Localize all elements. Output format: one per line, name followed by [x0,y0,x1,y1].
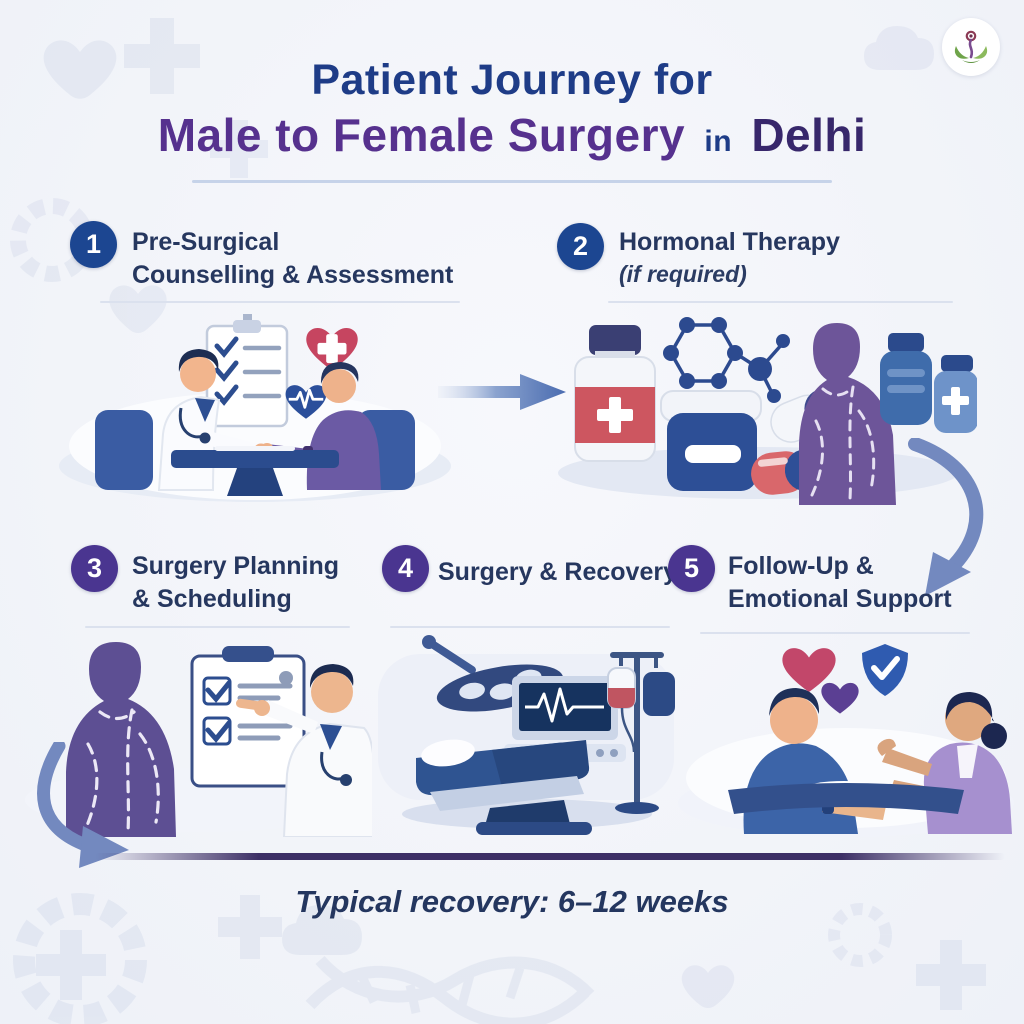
title-main: Male to Female Surgery [157,109,686,161]
step-1-number: 1 [85,229,102,259]
step-5-illustration [676,628,1016,840]
heart-icon [821,682,859,714]
heart-icon [782,648,836,692]
heart-watermark-icon [681,965,735,1008]
page-title-line2: Male to Female Surgery in Delhi [0,108,1024,162]
table-icon [728,781,964,814]
medicine-bottle-red-icon [574,325,656,462]
step-2-badge: 2 [557,223,604,270]
step-5-underline [700,632,970,634]
step-2-number: 2 [572,231,589,261]
cross-watermark-icon [210,120,268,178]
dna-rung-watermark [355,966,525,1014]
arrow-curve-down-icon [897,438,1012,603]
table-icon [171,446,339,496]
step-1-heading-line2: Counselling & Assessment [132,261,454,289]
step-5-number: 5 [683,553,700,583]
cross-watermark-icon [916,940,986,1010]
title-in: in [704,125,733,158]
step-3-heading-line2: & Scheduling [132,585,292,613]
checklist-board-icon [190,646,306,788]
arrow-right-icon [438,370,568,414]
step-3-number: 3 [86,553,103,583]
step-3-illustration [22,622,372,837]
title-underline [192,180,832,183]
molecule-icon [663,317,790,403]
step-2-illustration [553,293,977,508]
cloud-watermark-icon [864,26,934,70]
title-city: Delhi [751,109,867,161]
step-4-illustration [372,626,682,838]
page-title-line1: Patient Journey for [311,56,713,104]
step-4-number: 4 [397,553,414,583]
shield-check-icon [862,644,908,696]
iv-drip-icon [607,652,675,814]
step-2-heading: Hormonal Therapy (if required) [619,226,949,289]
step-3-heading: Surgery Planning & Scheduling [132,550,392,616]
step-2-underline [608,301,953,303]
step-1-heading: Pre-Surgical Counselling & Assessment [132,226,472,292]
dna-watermark-icon [305,965,590,1024]
step-4-underline [390,626,670,628]
heart-watermark-icon [43,40,117,99]
step-4-heading-line1: Surgery & Recovery [438,558,678,586]
medical-heart-icon [306,327,358,371]
step-3-underline [85,626,350,628]
body-silhouette-icon [66,642,176,837]
step-1-underline [100,301,460,303]
step-3-badge: 3 [71,545,118,592]
step-3-heading-line1: Surgery Planning [132,552,339,580]
care-hands-logo-icon [954,30,988,63]
cross-watermark-icon [36,930,106,1000]
step-5-heading-line1: Follow-Up & [728,552,874,580]
clinic-logo [942,18,1000,76]
heart-watermark-icon [109,285,167,333]
hospital-bed-icon [416,739,592,835]
cross-watermark-icon [124,18,200,94]
step-5-badge: 5 [668,545,715,592]
footer-divider-bar [95,853,1005,860]
arrow-curve-right-icon [25,742,150,877]
step-4-badge: 4 [382,545,429,592]
step-5-heading-line2: Emotional Support [728,585,952,613]
step-1-illustration [55,298,455,503]
step-2-heading-line1: Hormonal Therapy [619,228,840,256]
gear-watermark-icon [13,893,147,1024]
step-4-heading: Surgery & Recovery [438,556,688,589]
step-1-badge: 1 [70,221,117,268]
recovery-note: Typical recovery: 6–12 weeks [295,884,729,919]
body-silhouette-icon [799,323,896,505]
step-1-heading-line1: Pre-Surgical [132,228,280,256]
ecg-heart-icon [285,385,327,419]
gear-watermark-icon [828,903,892,967]
step-5-heading: Follow-Up & Emotional Support [728,550,988,616]
doctor-figure [236,664,372,837]
clipboard-icon [205,314,289,428]
pill-jar-icon [660,390,762,491]
medicine-bottle-cross-icon [934,355,977,433]
medicine-bottle-blue-icon [880,333,932,425]
step-2-heading-line2: (if required) [619,261,747,287]
cloud-watermark-icon [282,905,362,955]
dna-watermark-icon [315,955,595,1003]
cross-watermark-icon [218,895,282,959]
